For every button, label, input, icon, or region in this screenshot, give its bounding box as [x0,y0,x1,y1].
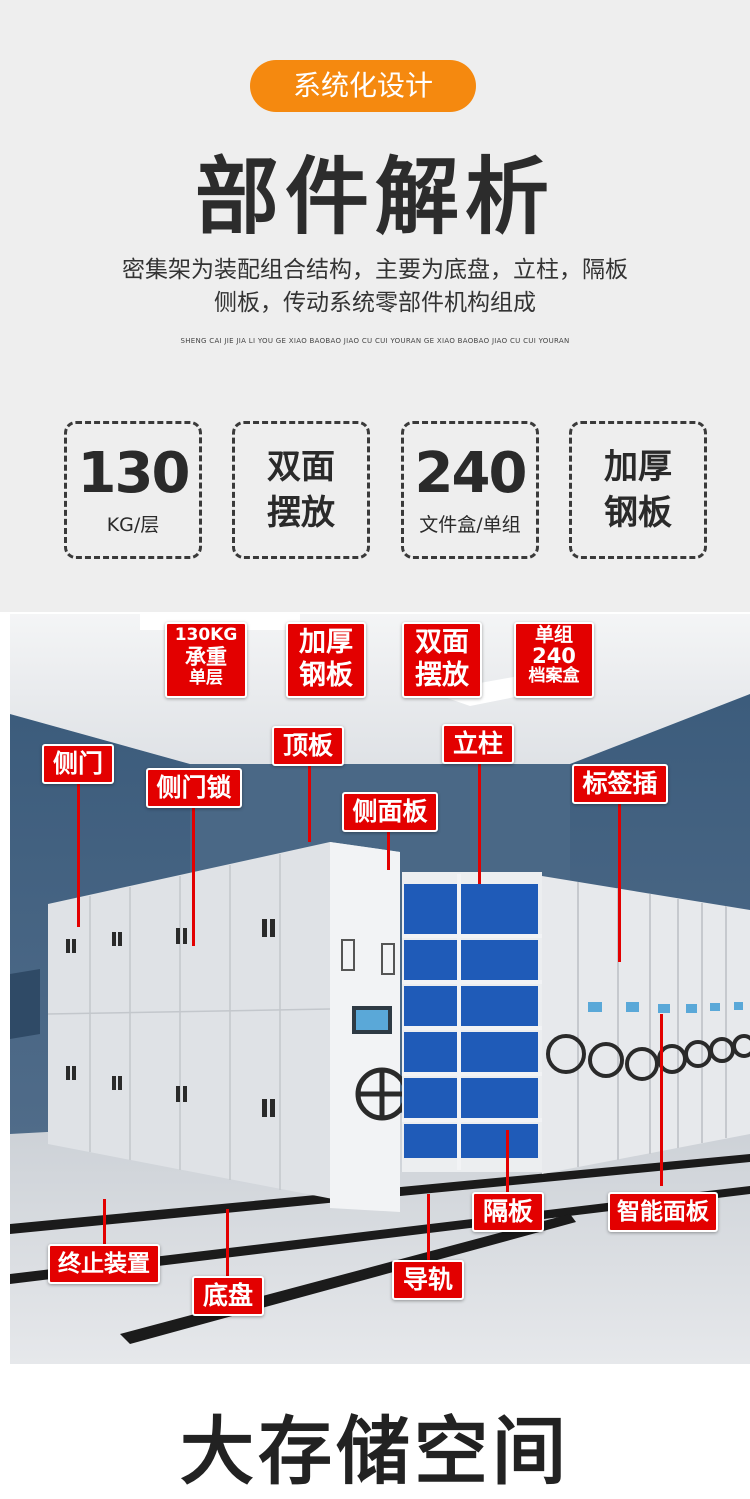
page-title: 部件解析 [194,148,555,246]
description: 密集架为装配组合结构，主要为底盘，立柱，隔板 侧板，传动系统零部件机构组成 [40,254,710,320]
badge-thick-steel: 加厚 钢板 [286,622,366,698]
feature-text-line-1: 加厚 [604,447,672,487]
badge-line-1: 单组 [534,624,573,646]
callout-label-slot: 标签插 [572,764,668,804]
leader-end-stop [103,1199,106,1247]
leader-guide-rail [427,1194,430,1262]
leader-side-panel [387,830,390,870]
leader-label-slot [618,802,621,962]
guide-rail [10,1186,750,1284]
shelf-rows [404,884,538,1158]
leader-chassis [226,1209,229,1277]
callout-top-panel: 顶板 [272,726,344,766]
callout-shelf: 隔板 [472,1192,544,1232]
leader-smart-panel [660,1014,663,1186]
product-scene: 130KG 承重 单层 加厚 钢板 双面 摆放 单组 240 档案盒 侧门 侧门… [10,614,750,1364]
leader-column [478,762,481,884]
label-holder [341,939,355,971]
badge-line-2: 摆放 [415,660,469,691]
feature-thick-steel: 加厚 钢板 [569,421,707,559]
badge-load-capacity: 130KG 承重 单层 [165,622,247,698]
feature-text: 双面 摆放 [235,444,367,536]
section-title-storage: 大存储空间 [180,1409,570,1495]
leader-side-door [77,782,80,927]
feature-unit: 文件盒/单组 [419,514,521,536]
feature-load-capacity: 130 KG/层 [64,421,202,559]
feature-box-capacity: 240 文件盒/单组 [401,421,539,559]
leader-top-panel [308,764,311,842]
badge-line-1: 双面 [415,627,469,658]
feature-value: 130 [77,441,191,506]
description-line-2: 侧板，传动系统零部件机构组成 [214,290,536,316]
badge-double-sided: 双面 摆放 [402,622,482,698]
callout-guide-rail: 导轨 [392,1260,464,1300]
label-holder [381,943,395,975]
section-tag: 系统化设计 [250,60,476,112]
smart-panel-display [356,1010,388,1030]
feature-text-line-2: 摆放 [267,493,335,533]
badge-box-capacity: 单组 240 档案盒 [514,622,594,698]
window [10,969,40,1039]
leader-shelf [506,1130,509,1194]
right-cabinet-seams [577,882,727,1167]
badge-line-2: 承重 [185,645,227,669]
feature-value: 240 [414,441,528,506]
door-handles [66,919,275,1117]
left-cabinet-block [48,842,400,1212]
badge-line-3: 单层 [189,668,223,688]
feature-double-sided: 双面 摆放 [232,421,370,559]
feature-unit: KG/层 [106,514,160,536]
right-hand-wheels [546,1034,750,1081]
leader-side-door-lock [192,806,195,946]
badge-line-1: 加厚 [299,627,353,658]
description-line-1: 密集架为装配组合结构，主要为底盘，立柱，隔板 [122,257,628,283]
callout-column: 立柱 [442,724,514,764]
callout-side-door-lock: 侧门锁 [146,768,242,808]
callout-side-panel: 侧面板 [342,792,438,832]
callout-smart-panel: 智能面板 [608,1192,718,1232]
callout-end-stop: 终止装置 [48,1244,160,1284]
badge-line-2: 240 [532,644,576,668]
callout-side-door: 侧门 [42,744,114,784]
callout-chassis: 底盘 [192,1276,264,1316]
shelf-boards [402,874,542,1170]
right-smart-panels [588,1002,743,1013]
badge-line-1: 130KG [174,625,238,645]
badge-line-3: 档案盒 [528,666,580,686]
top-section: 系统化设计 部件解析 密集架为装配组合结构，主要为底盘，立柱，隔板 侧板，传动系… [0,0,750,612]
feature-text-line-1: 双面 [267,447,335,487]
hand-wheel-icon [355,1067,409,1121]
cabinet-door-seams [47,854,331,1190]
pinyin-subtitle: SHENG CAI JIE JIA LI YOU GE XIAO BAOBAO … [180,337,570,345]
feature-text-line-2: 钢板 [604,493,672,533]
feature-text: 加厚 钢板 [572,444,704,536]
badge-line-2: 钢板 [299,660,353,691]
right-cabinet-block [542,876,750,1174]
